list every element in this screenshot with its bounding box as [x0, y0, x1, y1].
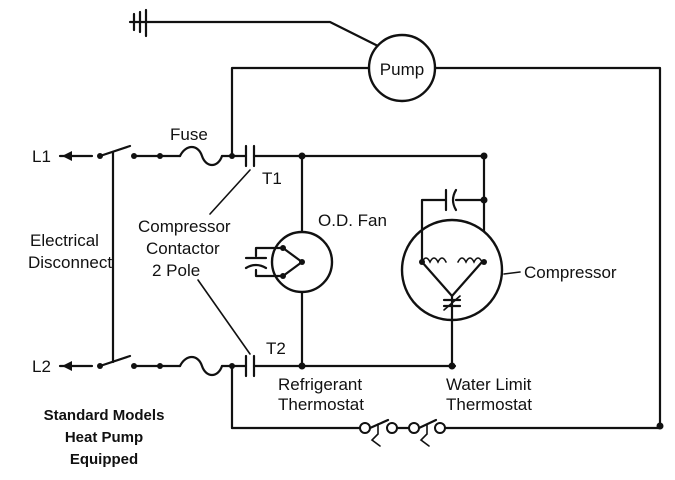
caption-line-2: Heat Pump — [65, 429, 143, 446]
refrigerant-thermostat — [359, 418, 398, 447]
l2-terminal: L2 — [32, 357, 103, 376]
disconnect-switch-l1 — [98, 144, 132, 158]
caption-line-1: Standard Models — [44, 407, 165, 424]
compressor-pointer — [503, 271, 521, 275]
t1-label: T1 — [262, 169, 282, 188]
l2-label: L2 — [32, 357, 51, 376]
pump-wire-left — [230, 66, 371, 157]
fuse-label: Fuse — [170, 125, 208, 144]
refrigerant-thermostat-label-1: Refrigerant — [278, 375, 362, 394]
contactor-contact-t2: T2 — [244, 339, 286, 378]
compressor-contactor-label-2: Contactor — [146, 239, 220, 258]
contactor-pointer-t1 — [209, 169, 251, 215]
water-limit-label-1: Water Limit — [446, 375, 532, 394]
fan-capacitor — [244, 246, 285, 278]
fuse-l2 — [178, 355, 224, 377]
compressor-label: Compressor — [524, 263, 617, 282]
contactor-contact-t1: T1 — [244, 144, 282, 188]
electrical-disconnect-label-2: Disconnect — [28, 253, 112, 272]
fuse-l1: Fuse — [170, 125, 224, 167]
disconnect-switch-l2 — [98, 354, 132, 368]
ground-wire — [144, 20, 380, 48]
caption-line-3: Equipped — [70, 451, 138, 468]
pump-label: Pump — [380, 60, 424, 79]
l1-label: L1 — [32, 147, 51, 166]
refrigerant-thermostat-label-2: Thermostat — [278, 395, 364, 414]
t2-label: T2 — [266, 339, 286, 358]
od-fan-motor: O.D. Fan — [270, 211, 387, 294]
ground-symbol — [128, 8, 148, 38]
compressor-contactor-label-3: 2 Pole — [152, 261, 200, 280]
electrical-disconnect-label-1: Electrical — [30, 231, 99, 250]
od-fan-label: O.D. Fan — [318, 211, 387, 230]
water-limit-label-2: Thermostat — [446, 395, 532, 414]
water-limit-thermostat — [408, 418, 446, 447]
contactor-pointer-t2 — [197, 279, 251, 355]
l1-terminal: L1 — [32, 147, 103, 166]
compressor-capacitor — [420, 188, 488, 264]
pump-wire-right — [433, 66, 662, 427]
compressor-contactor-label-1: Compressor — [138, 217, 231, 236]
compressor-motor: Compressor — [400, 218, 617, 322]
pump-motor: Pump — [367, 33, 437, 103]
